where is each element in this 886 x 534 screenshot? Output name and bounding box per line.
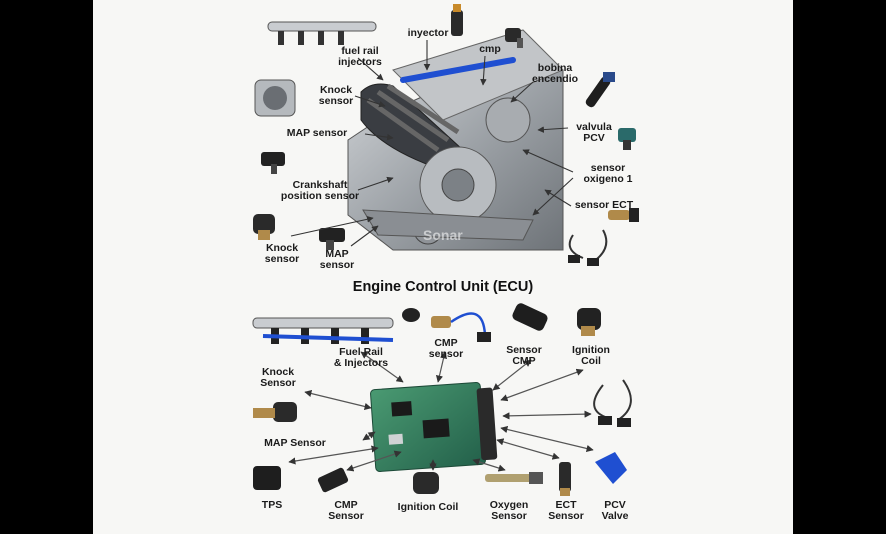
ecu-label-knock-sensor: Knock Sensor [260, 366, 296, 389]
label-sensor-oxigeno: sensor oxigeno 1 [583, 162, 633, 185]
label-inyector: inyector [407, 27, 449, 39]
ecu-label-sensor-cmp: Sensor CMP [506, 344, 542, 367]
ecu-cmp-bottom-icon [317, 467, 349, 493]
label-crankshaft: Crankshaft position sensor [280, 179, 360, 202]
ecu-label-fuel-rail: Fuel Rail & Injectors [333, 346, 389, 369]
ecu-cmp-sensor-icon [431, 312, 491, 342]
ecu-oxygen-harness-icon [593, 379, 632, 427]
ecu-pcv-valve-icon [595, 452, 627, 484]
map-sensor-bottom-icon [319, 228, 345, 250]
injector-icon [451, 4, 463, 36]
ecu-label-pcv: PCV Valve [601, 499, 629, 522]
watermark: Sonar [423, 227, 463, 243]
throttle-body-icon [254, 79, 296, 117]
ecu-label-cmp-sensor: CMP sensor [428, 337, 464, 360]
label-map-sensor-top: MAP sensor [286, 127, 348, 139]
ecu-ect-sensor-icon [559, 462, 571, 496]
ecu-label-cmp-bottom: CMP Sensor [328, 499, 364, 522]
ignition-coil-top-icon [585, 72, 615, 108]
ecu-board [370, 382, 498, 472]
fuel-rail-top-icon [267, 21, 377, 45]
cmp-sensor-icon [505, 28, 523, 48]
ecu-label-ignition-coil: Ignition Coil [572, 344, 610, 367]
ecu-sensor-cmp-icon [512, 303, 548, 331]
map-sensor-top-icon [261, 152, 285, 174]
ecu-tps-icon [253, 466, 281, 490]
label-sensor-ect-top: sensor ECT [574, 199, 634, 211]
ecu-label-tps: TPS [261, 499, 283, 511]
ecu-knock-sensor-icon [253, 402, 297, 422]
label-fuel-rail-injectors: fuel rail injectors [338, 45, 382, 68]
engine-block [347, 29, 564, 251]
label-valvula-pcv: valvula PCV [576, 121, 612, 144]
ecu-ignition-bottom-icon [413, 472, 439, 494]
label-bobina-encendio: bobina encendio [531, 62, 579, 85]
label-cmp: cmp [479, 43, 501, 55]
pcv-valve-top-icon [618, 128, 636, 150]
ecu-oxygen-sensor-icon [485, 472, 543, 484]
ecu-label-ect: ECT Sensor [548, 499, 584, 522]
ecu-label-map-sensor: MAP Sensor [264, 437, 326, 449]
ecu-title: Engine Control Unit (ECU) [352, 279, 534, 295]
label-knock-sensor-top: Knock sensor [318, 84, 354, 107]
oxygen-sensor-top-icon [568, 229, 608, 266]
diagram-panel: inyector fuel rail injectors cmp bobina … [93, 0, 793, 534]
diagram-art [252, 4, 639, 496]
ect-sensor-top-icon [608, 208, 639, 222]
ecu-label-oxygen: Oxygen Sensor [489, 499, 529, 522]
ecu-ignition-coil-icon [577, 308, 601, 336]
ecu-label-ignition-bottom: Ignition Coil [397, 501, 459, 513]
ecu-arrows [288, 351, 594, 472]
knock-sensor-top-icon [253, 214, 275, 240]
ecu-fuel-rail-icon [252, 308, 420, 344]
label-map-sensor-bottom: MAP sensor [319, 248, 355, 271]
engine-leader-lines [290, 40, 574, 247]
label-knock-sensor-bottom: Knock sensor [264, 242, 300, 265]
